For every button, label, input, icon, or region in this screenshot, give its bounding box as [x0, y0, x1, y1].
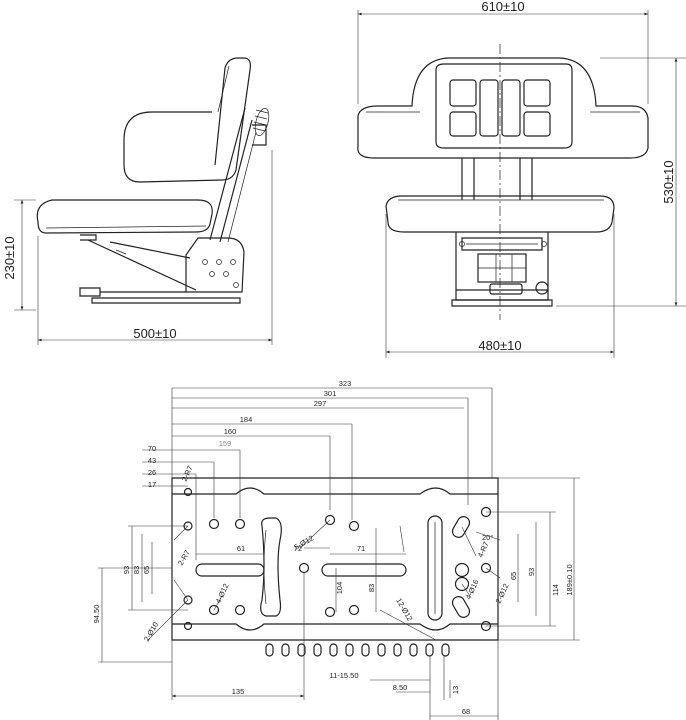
dim-inner-71: 71 — [357, 544, 365, 553]
callout-2-r7-top: 2-R7 — [180, 464, 195, 483]
dim-70: 70 — [148, 444, 156, 453]
dim-left-65: 65 — [142, 566, 151, 574]
dim-11-15-50: 11-15.50 — [329, 671, 358, 680]
side-width-label: 500±10 — [133, 326, 176, 341]
dim-184: 184 — [240, 415, 253, 424]
dim-301: 301 — [324, 389, 337, 398]
callout-5-d12: 5-Ø12 — [293, 534, 316, 552]
dim-13: 13 — [451, 686, 460, 694]
callout-2-d10: 2-Ø10 — [142, 620, 160, 643]
front-view: 610±10 530±10 480±10 — [357, 0, 686, 358]
dim-17: 17 — [148, 480, 156, 489]
base-plate-view: 323 301 297 184 160 159 70 43 26 17 93 8… — [92, 379, 580, 720]
dim-left-94-50: 94.50 — [92, 605, 101, 624]
dim-left-93: 93 — [122, 566, 131, 574]
front-width-bottom-label: 480±10 — [478, 338, 521, 353]
dim-135: 135 — [232, 687, 245, 696]
dim-323: 323 — [339, 379, 352, 388]
callout-2-r7-left: 2-R7 — [176, 548, 192, 567]
dim-right-114: 114 — [551, 584, 560, 596]
dim-inner-83: 83 — [367, 584, 376, 592]
dim-inner-72: 72 — [294, 544, 302, 553]
callout-20-deg: 20° — [482, 533, 493, 542]
dim-right-189: 189±0.10 — [565, 564, 574, 595]
side-height-label: 230±10 — [2, 236, 17, 279]
callout-4-r7-right: 4-R7 — [476, 540, 491, 559]
callout-4-d12-left: 4-Ø12 — [214, 582, 231, 605]
dim-297: 297 — [314, 399, 327, 408]
callout-2-d12-right: 2-Ø12 — [494, 582, 511, 605]
dim-160: 160 — [224, 427, 237, 436]
side-view: 230±10 500±10 — [2, 57, 273, 345]
dim-43: 43 — [148, 456, 156, 465]
callout-12-d12: 12-Ø12 — [394, 597, 414, 623]
dim-26: 26 — [148, 468, 156, 477]
front-width-top-label: 610±10 — [481, 0, 524, 14]
dim-inner-104: 104 — [335, 582, 344, 595]
slot-row — [265, 643, 450, 657]
dim-8-50: 8.50 — [393, 683, 408, 692]
dim-left-83: 83 — [132, 566, 141, 574]
callout-4-d16: 4-Ø16 — [464, 578, 481, 601]
dim-159: 159 — [219, 439, 232, 448]
dim-right-93: 93 — [527, 568, 536, 576]
front-height-label: 530±10 — [661, 160, 676, 203]
dim-right-65: 65 — [509, 572, 518, 580]
dim-inner-61: 61 — [237, 544, 245, 553]
dim-68: 68 — [462, 707, 470, 716]
